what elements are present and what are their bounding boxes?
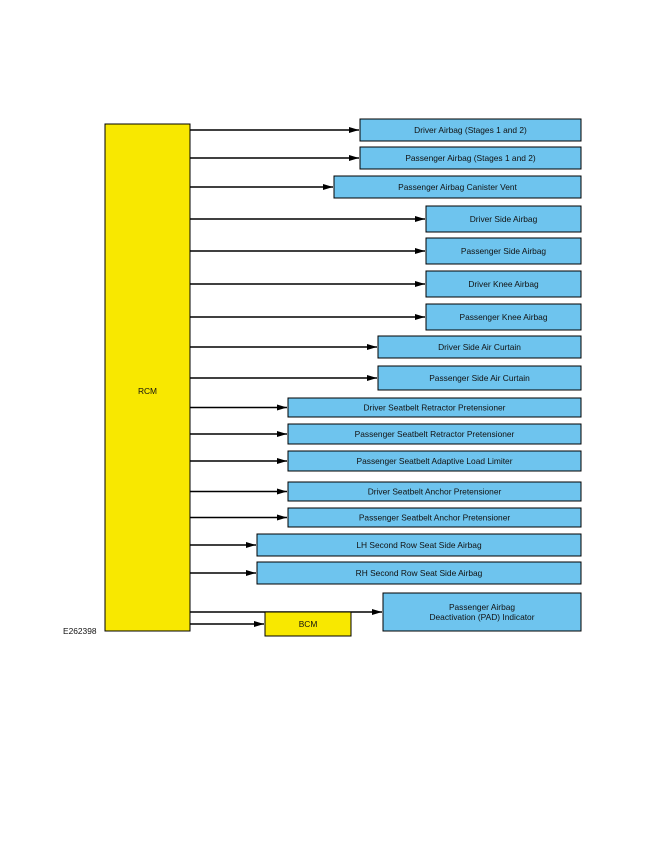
output-box-bcm	[264, 611, 352, 637]
output-box-driver-seatbelt-anchor-pretensioner	[287, 481, 582, 502]
output-label-passenger-seatbelt-anchor-pretensioner: Passenger Seatbelt Anchor Pretensioner	[359, 513, 511, 523]
output-box-rh-second-row-seat-side-airbag	[256, 561, 582, 585]
output-label-driver-side-air-curtain: Driver Side Air Curtain	[438, 342, 521, 352]
output-label-passenger-knee-airbag: Passenger Knee Airbag	[460, 312, 548, 322]
output-label-driver-knee-airbag: Driver Knee Airbag	[468, 279, 539, 289]
output-box-passenger-seatbelt-anchor-pretensioner	[287, 507, 582, 528]
output-box-lh-second-row-seat-side-airbag	[256, 533, 582, 557]
output-label-driver-seatbelt-retractor-pretensioner: Driver Seatbelt Retractor Pretensioner	[364, 403, 506, 413]
output-box-driver-side-airbag	[425, 205, 582, 233]
output-box-passenger-airbag-deactivation-pad-indicator	[382, 592, 582, 632]
rcm-label: RCM	[138, 386, 157, 396]
output-box-passenger-airbag-stages-1-and-2	[359, 146, 582, 170]
output-label-rh-second-row-seat-side-airbag: RH Second Row Seat Side Airbag	[356, 568, 483, 578]
output-label-passenger-seatbelt-adaptive-load-limiter: Passenger Seatbelt Adaptive Load Limiter	[357, 456, 513, 466]
output-label-passenger-airbag-stages-1-and-2: Passenger Airbag (Stages 1 and 2)	[405, 153, 536, 163]
output-box-passenger-side-air-curtain	[377, 365, 582, 391]
output-label-passenger-seatbelt-retractor-pretensioner: Passenger Seatbelt Retractor Pretensione…	[355, 429, 515, 439]
output-label-driver-side-airbag: Driver Side Airbag	[470, 214, 538, 224]
output-label-lh-second-row-seat-side-airbag: LH Second Row Seat Side Airbag	[356, 540, 482, 550]
box-layer: RCM Driver Airbag (Stages 1 and 2) Passeng…	[104, 118, 582, 637]
output-label-passenger-side-air-curtain: Passenger Side Air Curtain	[429, 373, 530, 383]
output-label-driver-airbag-stages-1-and-2: Driver Airbag (Stages 1 and 2)	[414, 125, 527, 135]
output-box-driver-knee-airbag	[425, 270, 582, 298]
output-box-driver-seatbelt-retractor-pretensioner	[287, 397, 582, 418]
rcm-box	[104, 123, 191, 632]
output-box-passenger-knee-airbag	[425, 303, 582, 331]
output-label-bcm: BCM	[299, 619, 318, 629]
output-label-passenger-airbag-canister-vent: Passenger Airbag Canister Vent	[398, 182, 517, 192]
output-box-passenger-airbag-canister-vent	[333, 175, 582, 199]
output-box-passenger-seatbelt-retractor-pretensioner	[287, 423, 582, 445]
output-box-driver-airbag-stages-1-and-2	[359, 118, 582, 142]
output-label-passenger-side-airbag: Passenger Side Airbag	[461, 246, 547, 256]
output-box-passenger-seatbelt-adaptive-load-limiter	[287, 450, 582, 472]
output-box-passenger-side-airbag	[425, 237, 582, 265]
output-box-driver-side-air-curtain	[377, 335, 582, 359]
figure-id: E262398	[63, 626, 97, 636]
output-label-driver-seatbelt-anchor-pretensioner: Driver Seatbelt Anchor Pretensioner	[368, 487, 502, 497]
